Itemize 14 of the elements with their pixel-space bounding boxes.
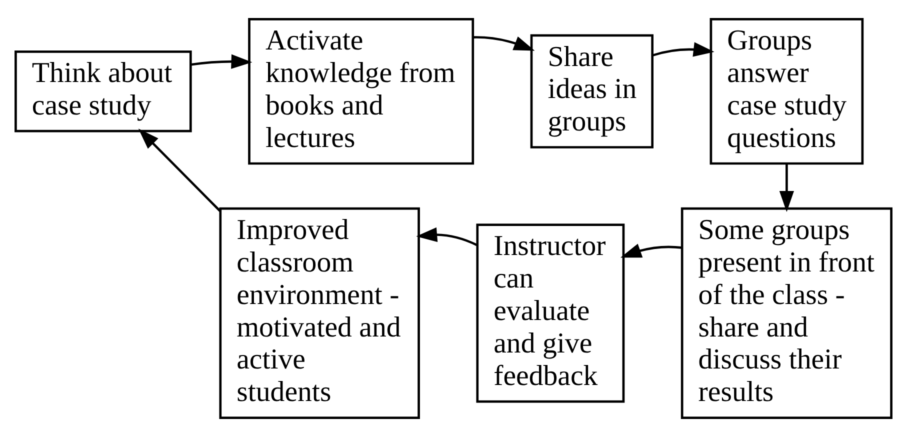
node-box: Some groups present in front of the class - share and discuss their results	[680, 207, 892, 419]
node-box: Think about case study	[14, 50, 192, 132]
arrow	[779, 164, 794, 212]
arrow	[472, 36, 535, 51]
node-box: Activate knowledge from books and lectures	[248, 18, 474, 165]
arrow	[138, 128, 221, 212]
node-box: Instructor can evaluate and give feedback	[476, 224, 625, 403]
arrow	[652, 42, 714, 57]
node-box: Groups answer case study questions	[710, 18, 864, 165]
arrow	[620, 244, 682, 258]
arrow	[190, 54, 252, 69]
node-box: Share ideas in groups	[530, 34, 654, 148]
arrow	[416, 227, 478, 246]
node-box: Improved classroom environment - motivated and active students	[219, 207, 420, 419]
